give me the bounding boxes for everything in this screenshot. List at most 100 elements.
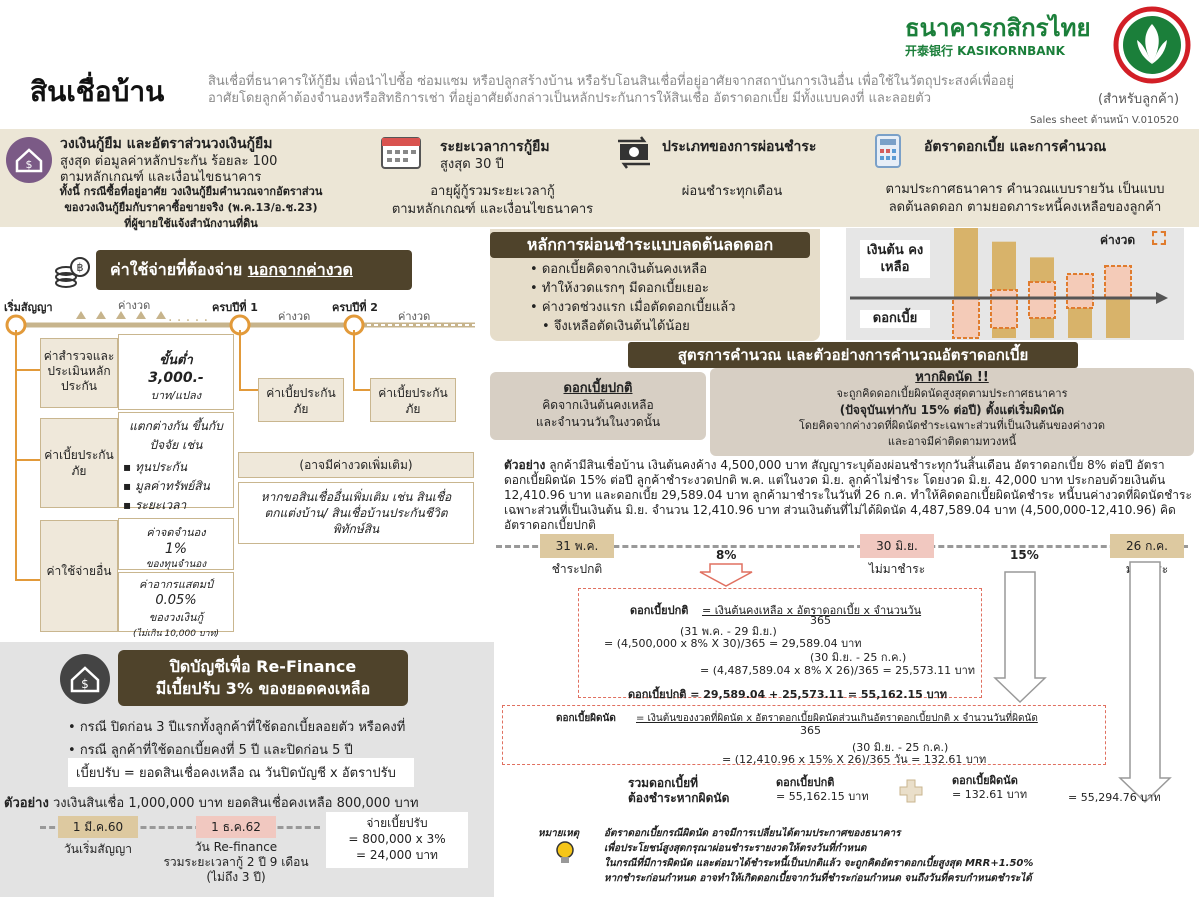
- rate-title: อัตราดอกเบี้ย และการคำนวณ: [924, 139, 1107, 155]
- interest-bar: [1028, 281, 1056, 319]
- default-calc-denominator: 365: [800, 724, 821, 737]
- note-line-4: หากชำระก่อนกำหนด อาจทำให้เกิดดอกเบี้ยจาก…: [604, 873, 1032, 884]
- principle-title: หลักการผ่อนชำระแบบลดต้นลดดอก: [490, 232, 810, 258]
- principle-item-2: ทำให้งวดแรกๆ มีดอกเบี้ยเยอะ: [530, 279, 736, 298]
- insurance-label: ค่าเบี้ยประกันภัย: [40, 418, 118, 508]
- total-normal-value: = 55,162.15 บาท: [776, 790, 869, 803]
- appraisal-label: ค่าสำรวจและประเมินหลักประกัน: [40, 338, 118, 408]
- interest-bar: [1066, 273, 1094, 309]
- plus-icon: [898, 778, 924, 804]
- total-normal: ดอกเบี้ยปกติ= 55,162.15 บาท: [776, 776, 869, 804]
- principle-item-1: ดอกเบี้ยคิดจากเงินต้นคงเหลือ: [530, 260, 736, 279]
- insurance-factor-2: มูลค่าทรัพย์สิน: [134, 479, 210, 493]
- appraisal-unit: บาท/แปลง: [150, 389, 202, 402]
- total-interest-value: = 55,294.76 บาท: [1068, 791, 1161, 804]
- note-label: หมายเหตุ: [538, 828, 580, 839]
- insurance-factors-box: แตกต่างกัน ขึ้นกับปัจจัย เช่น ▪ ทุนประกั…: [118, 412, 234, 512]
- timeline-inst-2: ค่างวด: [278, 310, 311, 323]
- normal-calc-period-1: (31 พ.ค. - 29 มิ.ย.): [680, 625, 777, 638]
- timeline-graphic: . . . . .: [5, 309, 475, 336]
- date-may-31: 31 พ.ค.: [540, 534, 614, 558]
- rate-default-label: 15%: [1010, 548, 1039, 562]
- audience-label: (สำหรับลูกค้า): [1098, 92, 1180, 107]
- costs-title: ค่าใช้จ่ายที่ต้องจ่าย นอกจากค่างวด: [96, 250, 412, 290]
- stamp-duty-label: ค่าอากรแสตมป์: [138, 578, 214, 591]
- normal-calc-label: ดอกเบี้ยปกติ: [630, 604, 689, 617]
- refinance-title-2: มีเบี้ยปรับ 3% ของยอดคงเหลือ: [155, 679, 371, 698]
- normal-calc-result-2: = (4,487,589.04 x 8% X 26)/365 = 25,573.…: [700, 664, 976, 677]
- default-interest-line-1: จะถูกคิดดอกเบี้ยผิดนัดสูงสุดตามประกาศธนา…: [836, 387, 1068, 400]
- insurance-year-2: ค่าเบี้ยประกันภัย: [370, 378, 456, 422]
- refinance-date-label-3: (ไม่ถึง 3 ปี): [206, 870, 266, 884]
- coins-icon: ฿: [52, 253, 92, 293]
- installment-legend-label: ค่างวด: [1100, 233, 1136, 247]
- formula-title: สูตรการคำนวณ และตัวอย่างการคำนวณอัตราดอก…: [628, 342, 1078, 368]
- bank-name-th: ธนาคารกสิกรไทย: [905, 13, 1091, 42]
- refinance-example-label: ตัวอย่าง: [4, 796, 49, 811]
- date-jul-26: 26 ก.ค.: [1110, 534, 1184, 558]
- loan-line-1: สูงสุด ต่อมูลค่าหลักประกัน ร้อยละ 100: [60, 154, 278, 169]
- mortgage-fee-label: ค่าจดจำนอง: [146, 526, 206, 539]
- refinance-start-label: วันเริ่มสัญญา: [64, 842, 132, 856]
- loan-line-5: ที่ผู้ขายใช้แจ้งสำนักงานที่ดิน: [124, 217, 258, 230]
- kbank-logo-icon: [1113, 6, 1191, 84]
- normal-calc-box: [578, 588, 982, 698]
- repay-title: ประเภทของการผ่อนชำระ: [662, 139, 817, 155]
- refinance-penalty-box: จ่ายเบี้ยปรับ= 800,000 x 3%= 24,000 บาท: [326, 812, 468, 868]
- normal-calc-result-1: = (4,500,000 x 8% X 30)/365 = 29,589.04 …: [604, 637, 862, 650]
- timeline-year-1: ครบปีที่ 1: [212, 301, 258, 314]
- formula-example-label: ตัวอย่าง: [504, 458, 546, 472]
- refinance-date-label-1: วัน Re-finance: [194, 840, 278, 854]
- default-calc-result: = (12,410.96 x 15% X 26)/365 วัน = 132.6…: [722, 753, 987, 766]
- formula-example: ตัวอย่าง ลูกค้ามีสินเชื่อบ้าน เงินต้นคงค…: [504, 458, 1194, 533]
- appraisal-min: ขั้นต่ำ: [159, 353, 193, 368]
- interest-label: ดอกเบี้ย: [860, 310, 930, 328]
- principle-list: ดอกเบี้ยคิดจากเงินต้นคงเหลือ ทำให้งวดแรก…: [530, 260, 736, 336]
- connector-lines: [15, 330, 370, 581]
- default-interest-line-3: โดยคิดจากค่างวดที่ผิดนัดชำระเฉพาะส่วนที่…: [798, 419, 1106, 432]
- date-jun-30-label: ไม่มาชำระ: [868, 562, 926, 576]
- refinance-penalty-1: จ่ายเบี้ยปรับ: [366, 816, 428, 830]
- svg-text:$: $: [81, 677, 89, 691]
- svg-text:$: $: [26, 158, 33, 171]
- amortization-chart: [850, 228, 1168, 339]
- rate-line-2: ลดต้นลดดอก ตามยอดภาระหนี้คงเหลือของลูกค้…: [888, 200, 1162, 215]
- refinance-timeline: [40, 826, 320, 829]
- normal-interest-line-1: คิดจากเงินต้นคงเหลือ: [542, 398, 654, 412]
- stamp-duty-base: ของวงเงินกู้: [148, 611, 204, 624]
- refinance-example-text: วงเงินสินเชื่อ 1,000,000 บาท ยอดสินเชื่อ…: [52, 796, 419, 811]
- mortgage-fee-box: ค่าจดจำนอง 1% ของทุนจำนอง: [118, 518, 234, 570]
- refinance-formula: เบี้ยปรับ = ยอดสินเชื่อคงเหลือ ณ วันปิดบ…: [68, 758, 414, 787]
- total-interest-label-2: ต้องชำระหากผิดนัด: [628, 791, 730, 805]
- loan-title: วงเงินกู้ยืม และอัตราส่วนวงเงินกู้ยืม: [60, 136, 273, 152]
- default-calc-period: (30 มิ.ย. - 25 ก.ค.): [852, 741, 949, 754]
- total-interest-label-1: รวมดอกเบี้ยที่: [628, 776, 699, 790]
- stamp-duty-rate: 0.05%: [155, 593, 197, 608]
- installment-legend-swatch: [1152, 231, 1166, 245]
- trend-arrow-head: [1156, 292, 1168, 304]
- loan-line-2: ตามหลักเกณฑ์ และเงื่อนไขธนาคาร: [60, 170, 262, 185]
- normal-interest-line-2: และจำนวนวันในงวดนั้น: [535, 415, 661, 429]
- loan-line-3: ทั้งนี้ กรณีซื้อที่อยู่อาศัย วงเงินกู้ยื…: [59, 185, 323, 198]
- normal-calc-total: ดอกเบี้ยปกติ = 29,589.04 + 25,573.11 = 5…: [628, 688, 948, 701]
- repay-line-1: ผ่อนชำระทุกเดือน: [681, 184, 783, 199]
- timeline-inst-1: ค่างวด: [118, 299, 151, 312]
- other-costs-label: ค่าใช้จ่ายอื่น: [40, 520, 118, 632]
- refinance-title-1: ปิดบัญชีเพื่อ Re-Finance: [169, 657, 357, 676]
- house-money-icon: $: [6, 137, 52, 183]
- refinance-penalty-3: = 24,000 บาท: [356, 848, 438, 862]
- refinance-cond-2-text: กรณี ลูกค้าที่ใช้ดอกเบี้ยคงที่ 5 ปี และป…: [79, 743, 353, 758]
- note-line-3: ในกรณีที่มีการผิดนัด และต่อมาได้ชำระหนี้…: [604, 858, 1034, 869]
- default-interest-line-4: และอาจมีค่าติดตามทวงหนี้: [887, 435, 1017, 448]
- lightbulb-icon: [554, 840, 576, 866]
- default-interest-line-2: (ปัจจุบันเท่ากับ 15% ต่อปี) ตั้งแต่เริ่ม…: [839, 403, 1065, 417]
- default-interest-box: หากผิดนัด !! จะถูกคิดดอกเบี้ยผิดนัดสูงสุ…: [710, 368, 1194, 456]
- timeline-inst-3: ค่างวด: [398, 310, 431, 323]
- total-interest-label: รวมดอกเบี้ยที่ต้องชำระหากผิดนัด: [628, 776, 729, 806]
- calculator-icon: [870, 133, 906, 169]
- principal-label: เงินต้น คงเหลือ: [860, 240, 930, 278]
- appraisal-amount-box: ขั้นต่ำ 3,000.- บาท/แปลง: [118, 334, 234, 410]
- note-line-1: อัตราดอกเบี้ยกรณีผิดนัด อาจมีการเปลี่ยนไ…: [604, 828, 901, 839]
- refinance-cond-1: • กรณี ปิดก่อน 3 ปีแรกทั้งลูกค้าที่ใช้ดอ…: [68, 720, 406, 735]
- svg-text:฿: ฿: [77, 261, 84, 274]
